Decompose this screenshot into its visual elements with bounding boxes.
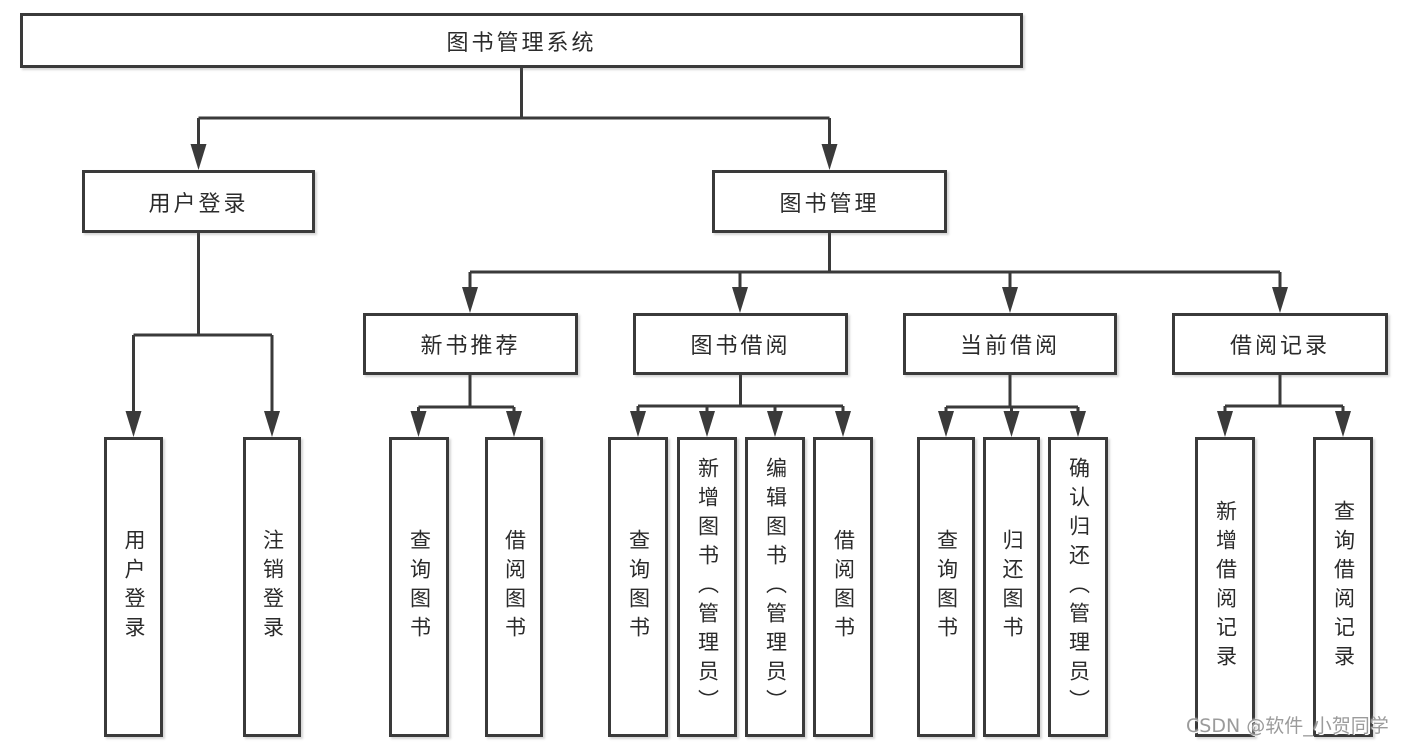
node-borrow-records: 借阅记录 [1172,313,1388,375]
edges-book-borrow-to-leaves [630,375,851,437]
leaf-query-books-current: 查询图书 [917,437,975,737]
leaf-return-books: 归还图书 [983,437,1040,737]
node-borrow-records-label: 借阅记录 [1229,334,1330,359]
edges-new-book-to-leaves [410,375,522,437]
node-book-borrow: 图书借阅 [633,313,848,375]
leaf-confirm-return-admin: 确认归还（管理员） [1048,437,1108,737]
leaf-return-books-label: 归还图书 [1000,529,1024,645]
csdn-watermark: CSDN @软件_小贺同学 [1186,715,1389,737]
leaf-query-books-borrow-label: 查询图书 [626,529,651,645]
leaf-logout-label: 注销登录 [260,529,285,645]
node-book-borrow-label: 图书借阅 [690,334,791,359]
leaf-query-books-borrow: 查询图书 [608,437,668,737]
leaf-add-books-admin: 新增图书（管理员） [677,437,737,737]
node-current-borrow: 当前借阅 [903,313,1117,375]
leaf-edit-books-admin: 编辑图书（管理员） [745,437,805,737]
leaf-borrow-books: 借阅图书 [813,437,873,737]
leaf-confirm-return-admin-label: 确认归还（管理员） [1066,456,1091,718]
leaf-add-borrow-record-label: 新增借阅记录 [1213,500,1238,674]
leaf-query-books-recommend: 查询图书 [389,437,449,737]
leaf-logout: 注销登录 [243,437,301,737]
leaf-borrow-books-label: 借阅图书 [831,529,856,645]
node-user-login-label: 用户登录 [148,191,249,217]
leaf-query-books-current-label: 查询图书 [934,529,959,645]
node-root-system: 图书管理系统 [20,13,1023,68]
edges-root-to-level2 [190,68,838,170]
leaf-user-login-label: 用户登录 [122,529,146,645]
edges-borrow-records-to-leaves [1217,375,1351,437]
node-user-login: 用户登录 [82,170,315,233]
leaf-query-borrow-record: 查询借阅记录 [1313,437,1373,737]
leaf-query-books-recommend-label: 查询图书 [407,529,432,645]
node-root-label: 图书管理系统 [446,30,597,56]
leaf-add-books-admin-label: 新增图书（管理员） [695,456,720,718]
leaf-query-borrow-record-label: 查询借阅记录 [1331,500,1356,674]
node-book-management: 图书管理 [712,170,947,233]
leaf-add-borrow-record: 新增借阅记录 [1195,437,1255,737]
leaf-borrow-books-recommend-label: 借阅图书 [502,529,527,645]
leaf-borrow-books-recommend: 借阅图书 [485,437,543,737]
edges-current-borrow-to-leaves [938,375,1086,437]
node-current-borrow-label: 当前借阅 [959,334,1060,359]
node-new-book-recommend-label: 新书推荐 [420,334,521,359]
node-book-management-label: 图书管理 [779,191,880,217]
leaf-user-login: 用户登录 [104,437,163,737]
edges-book-management-to-level3 [462,233,1288,313]
edges-user-login-to-leaves [125,233,280,437]
leaf-edit-books-admin-label: 编辑图书（管理员） [763,456,788,718]
node-new-book-recommend: 新书推荐 [363,313,578,375]
